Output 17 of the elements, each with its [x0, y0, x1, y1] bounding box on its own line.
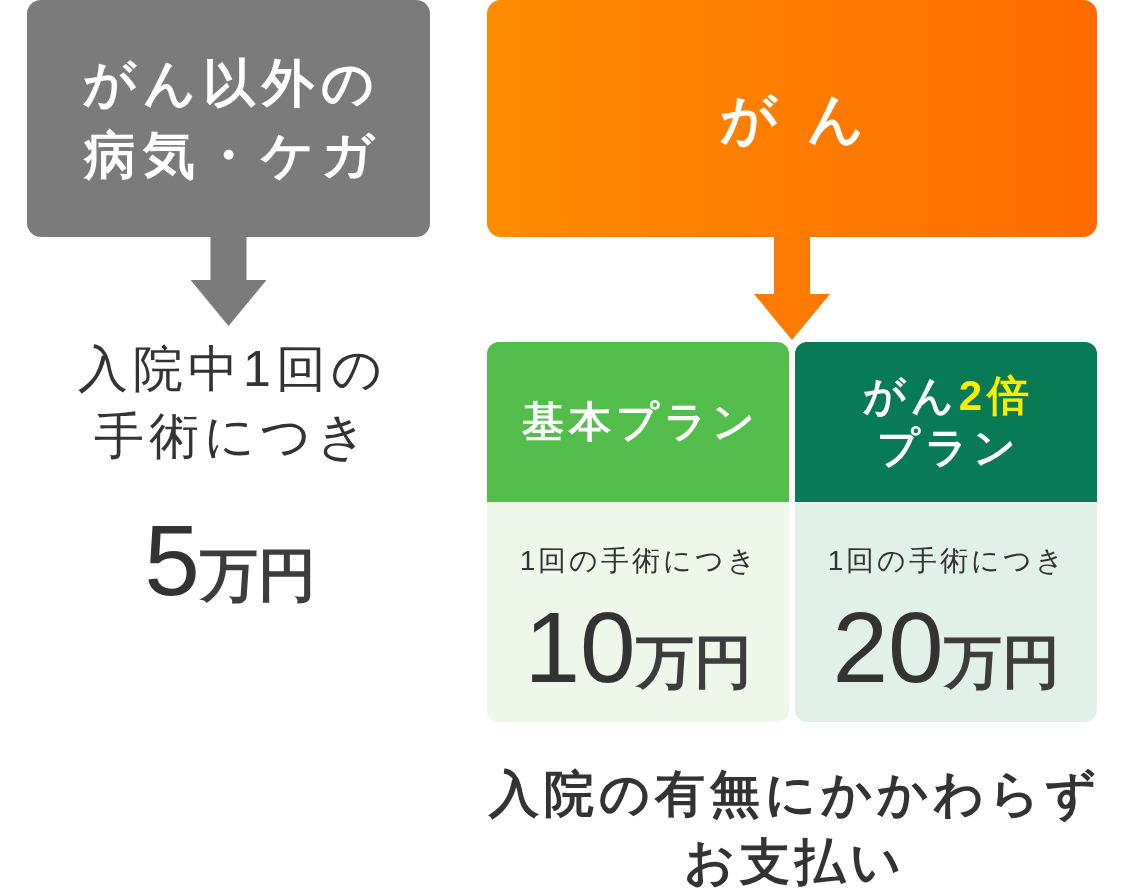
arrow	[190, 237, 267, 326]
category-box	[27, 0, 430, 237]
benefit-amount: 10万円	[524, 597, 752, 697]
category-box	[487, 0, 1097, 237]
benefit-amount: 5万円	[144, 510, 316, 610]
plan-card	[487, 342, 789, 722]
benefit-amount: 20万円	[832, 597, 1060, 697]
plan-name: 基本プラン	[520, 397, 760, 447]
plan-name: がん2倍プラン	[861, 371, 1036, 473]
arrow	[754, 237, 830, 340]
plan-card	[795, 342, 1097, 722]
category-label: がん	[719, 85, 894, 152]
condition-text: 1回の手術につき	[518, 544, 760, 578]
condition-text: 入院中1回の手術につき	[77, 340, 388, 466]
category-label: がん以外の病気・ケガ	[82, 52, 382, 186]
note-text: 入院の有無にかかわらずお支払い	[487, 765, 1102, 892]
condition-text: 1回の手術につき	[826, 544, 1068, 578]
